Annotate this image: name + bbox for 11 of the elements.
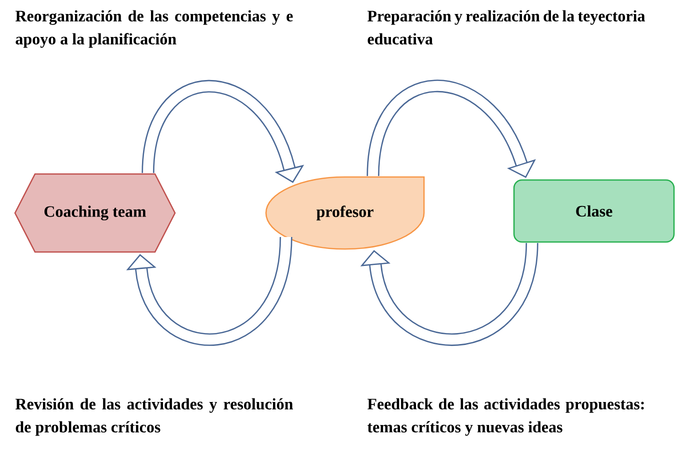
edge-label: Preparación y realización de la teyectoria educativa	[367, 10, 645, 44]
edge-label: Reorganización de las competencias y e apoyo a la planificación	[15, 10, 293, 48]
edge-label: Revisión de las actividades y resolución de problemas críticos	[15, 398, 293, 436]
rounded-box: Clase	[513, 179, 675, 243]
teardrop-box: profesor	[265, 176, 425, 250]
curved-arrow	[366, 80, 536, 178]
hexagon-box: Coaching team	[14, 173, 176, 253]
curved-arrow	[142, 80, 304, 183]
curved-arrow	[360, 242, 538, 346]
edge-label: Feedback de las actividades propuestas: temas críticos y nuevas ideas	[367, 398, 644, 436]
curved-arrow	[126, 236, 292, 346]
